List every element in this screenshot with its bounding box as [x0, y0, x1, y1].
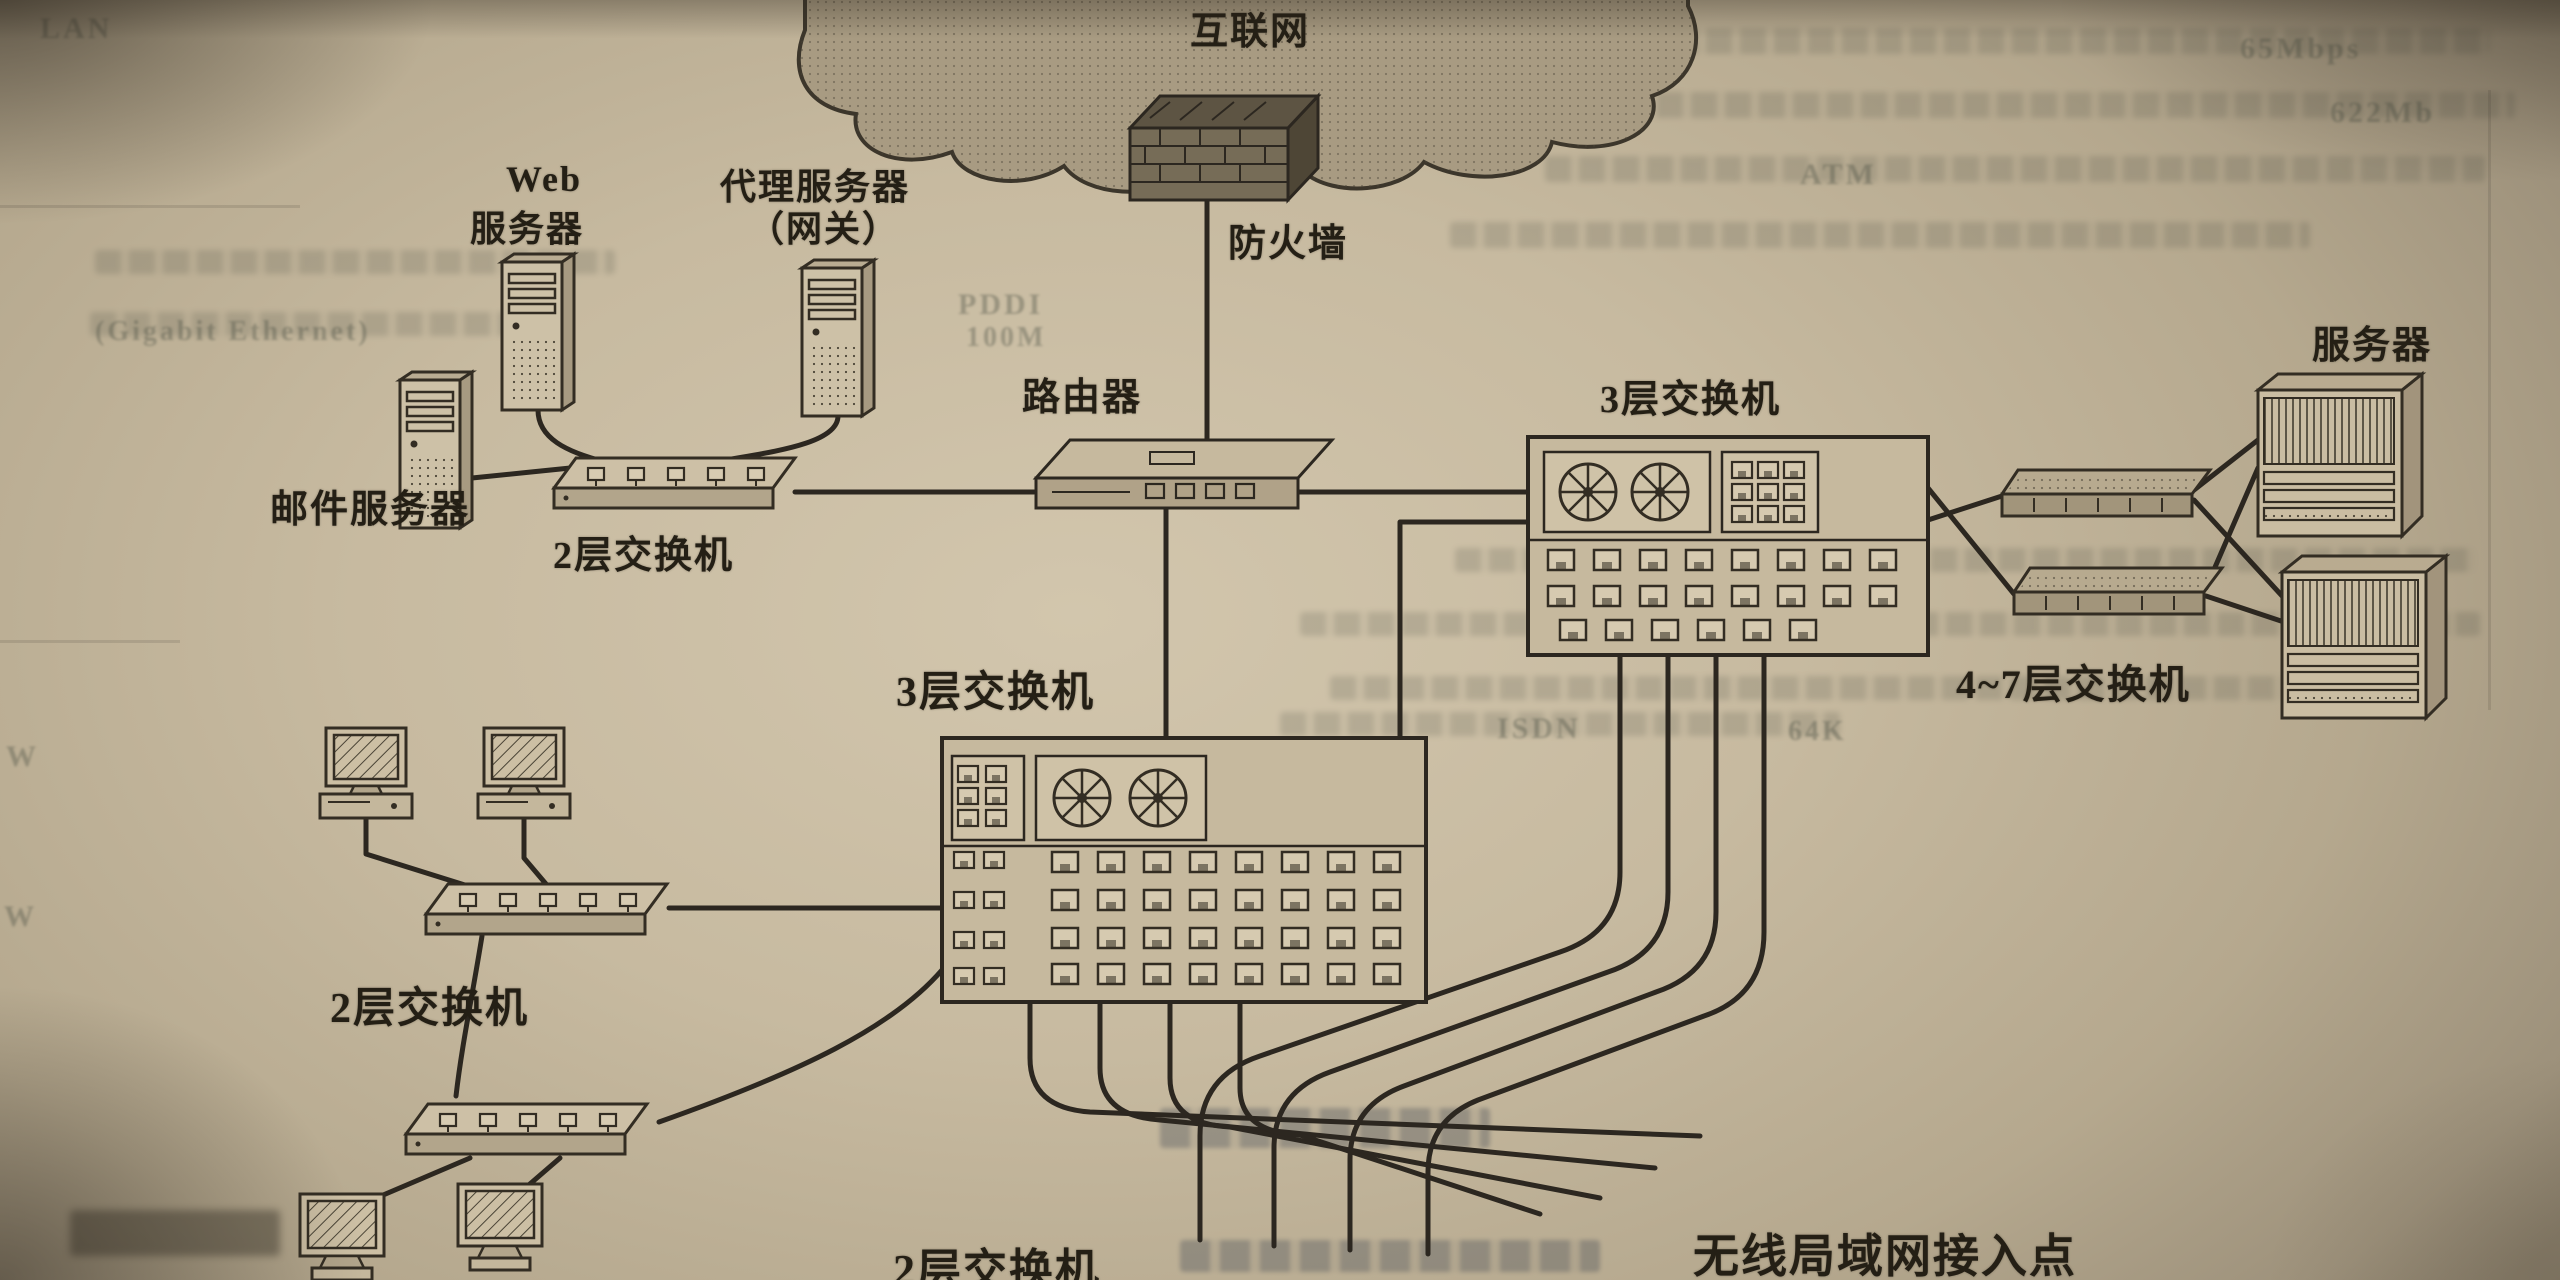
monitor-2	[456, 1182, 544, 1272]
rack-server-1	[2256, 372, 2424, 538]
desktop-pc-1	[318, 726, 414, 820]
tower-web-server	[500, 252, 576, 412]
tower-proxy-server	[800, 258, 876, 418]
label-internet: 互联网	[1190, 11, 1311, 53]
label-proxy-server-2: （网关）	[748, 209, 901, 249]
monitor-1	[298, 1192, 386, 1280]
label-l2-switch-bottom: 2层交换机	[893, 1246, 1101, 1280]
network-links	[359, 197, 2287, 1257]
desktop-pc-2	[476, 726, 572, 820]
label-mail-server: 邮件服务器	[270, 489, 471, 531]
label-l3-switch-right: 3层交换机	[1600, 379, 1782, 421]
l2-switch-top-device	[552, 456, 797, 510]
label-l47-switch: 4~7层交换机	[1956, 662, 2191, 707]
l47-switch-2-device	[2012, 566, 2224, 616]
label-firewall: 防火墙	[1228, 223, 1349, 265]
label-l2-switch-top: 2层交换机	[553, 535, 735, 577]
firewall-device	[1126, 92, 1322, 204]
label-servers: 服务器	[2312, 325, 2433, 367]
label-wlan-ap: 无线局域网接入点	[1693, 1231, 2077, 1280]
l3-switch-right-device	[1526, 435, 1930, 657]
router-device	[1032, 438, 1336, 510]
l3-switch-center-device	[940, 736, 1428, 1004]
l2-switch-bottom-device	[404, 1102, 649, 1156]
label-web-server-2: 服务器	[470, 209, 585, 249]
label-l3-switch-center: 3层交换机	[896, 670, 1096, 716]
label-router: 路由器	[1022, 377, 1143, 419]
label-l2-switch-mid: 2层交换机	[330, 986, 530, 1032]
l2-switch-mid-device	[424, 882, 669, 936]
rack-server-2	[2280, 554, 2448, 720]
l47-switch-1-device	[2000, 468, 2212, 518]
label-web-server-1: Web	[506, 159, 583, 199]
